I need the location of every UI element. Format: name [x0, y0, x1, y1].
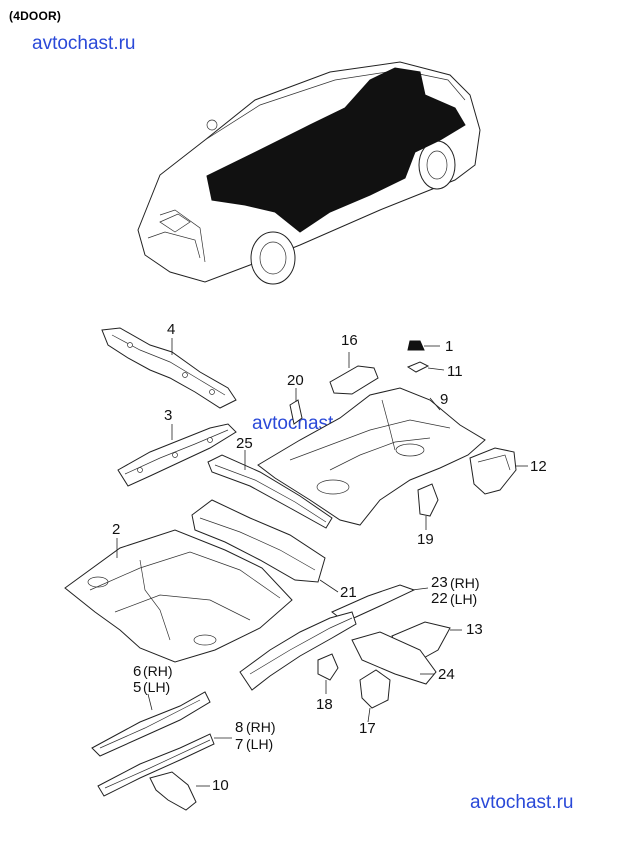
callout-22-side: (LH): [450, 591, 478, 607]
callout-23: 23: [431, 574, 448, 591]
part-1: [407, 340, 440, 351]
part-main-rail: [239, 611, 357, 691]
callout-7: 7: [235, 736, 244, 753]
callout-6: 6: [133, 663, 142, 680]
callout-13: 13: [466, 621, 483, 638]
watermark-bottom: avtochast.ru: [470, 792, 574, 813]
callout-6-side: (RH): [143, 663, 173, 679]
floor-panel-highlight: [206, 67, 466, 233]
callout-9: 9: [440, 391, 449, 408]
part-12: [469, 447, 528, 495]
callout-20: 20: [287, 372, 304, 389]
part-17: [359, 669, 391, 723]
callout-22: 22: [431, 590, 448, 607]
part-3: [117, 423, 237, 487]
part-18: [317, 653, 339, 694]
callout-19: 19: [417, 531, 434, 548]
part-19: [417, 483, 439, 530]
diagram-caption: (4DOOR): [9, 9, 62, 23]
callout-8: 8: [235, 719, 244, 736]
callout-8-side: (RH): [246, 719, 276, 735]
watermark-top: avtochast.ru: [32, 33, 136, 54]
callout-4: 4: [167, 321, 176, 338]
callout-24: 24: [438, 666, 455, 683]
part-7-8: [97, 733, 232, 797]
callout-5-side: (LH): [143, 679, 171, 695]
part-20: [289, 388, 303, 425]
callout-23-side: (RH): [450, 575, 480, 591]
callout-12: 12: [530, 458, 547, 475]
part-5-6: [91, 691, 211, 757]
callout-25: 25: [236, 435, 253, 452]
callout-17: 17: [359, 720, 376, 737]
part-11: [406, 361, 445, 373]
callout-18: 18: [316, 696, 333, 713]
callout-7-side: (LH): [246, 736, 274, 752]
callout-1: 1: [445, 338, 454, 355]
part-9: [257, 387, 486, 526]
callout-2: 2: [112, 521, 121, 538]
callout-10: 10: [212, 777, 229, 794]
part-24: [351, 631, 437, 685]
part-16: [329, 352, 379, 395]
part-4: [101, 327, 237, 409]
part-10: [149, 771, 210, 811]
part-2: [64, 529, 293, 663]
callout-16: 16: [341, 332, 358, 349]
callout-11: 11: [447, 363, 463, 380]
callout-5: 5: [133, 679, 142, 696]
car-illustration: [137, 61, 481, 285]
part-21: [191, 499, 339, 593]
callout-21: 21: [340, 584, 357, 601]
part-25: [207, 450, 333, 529]
callout-3: 3: [164, 407, 173, 424]
